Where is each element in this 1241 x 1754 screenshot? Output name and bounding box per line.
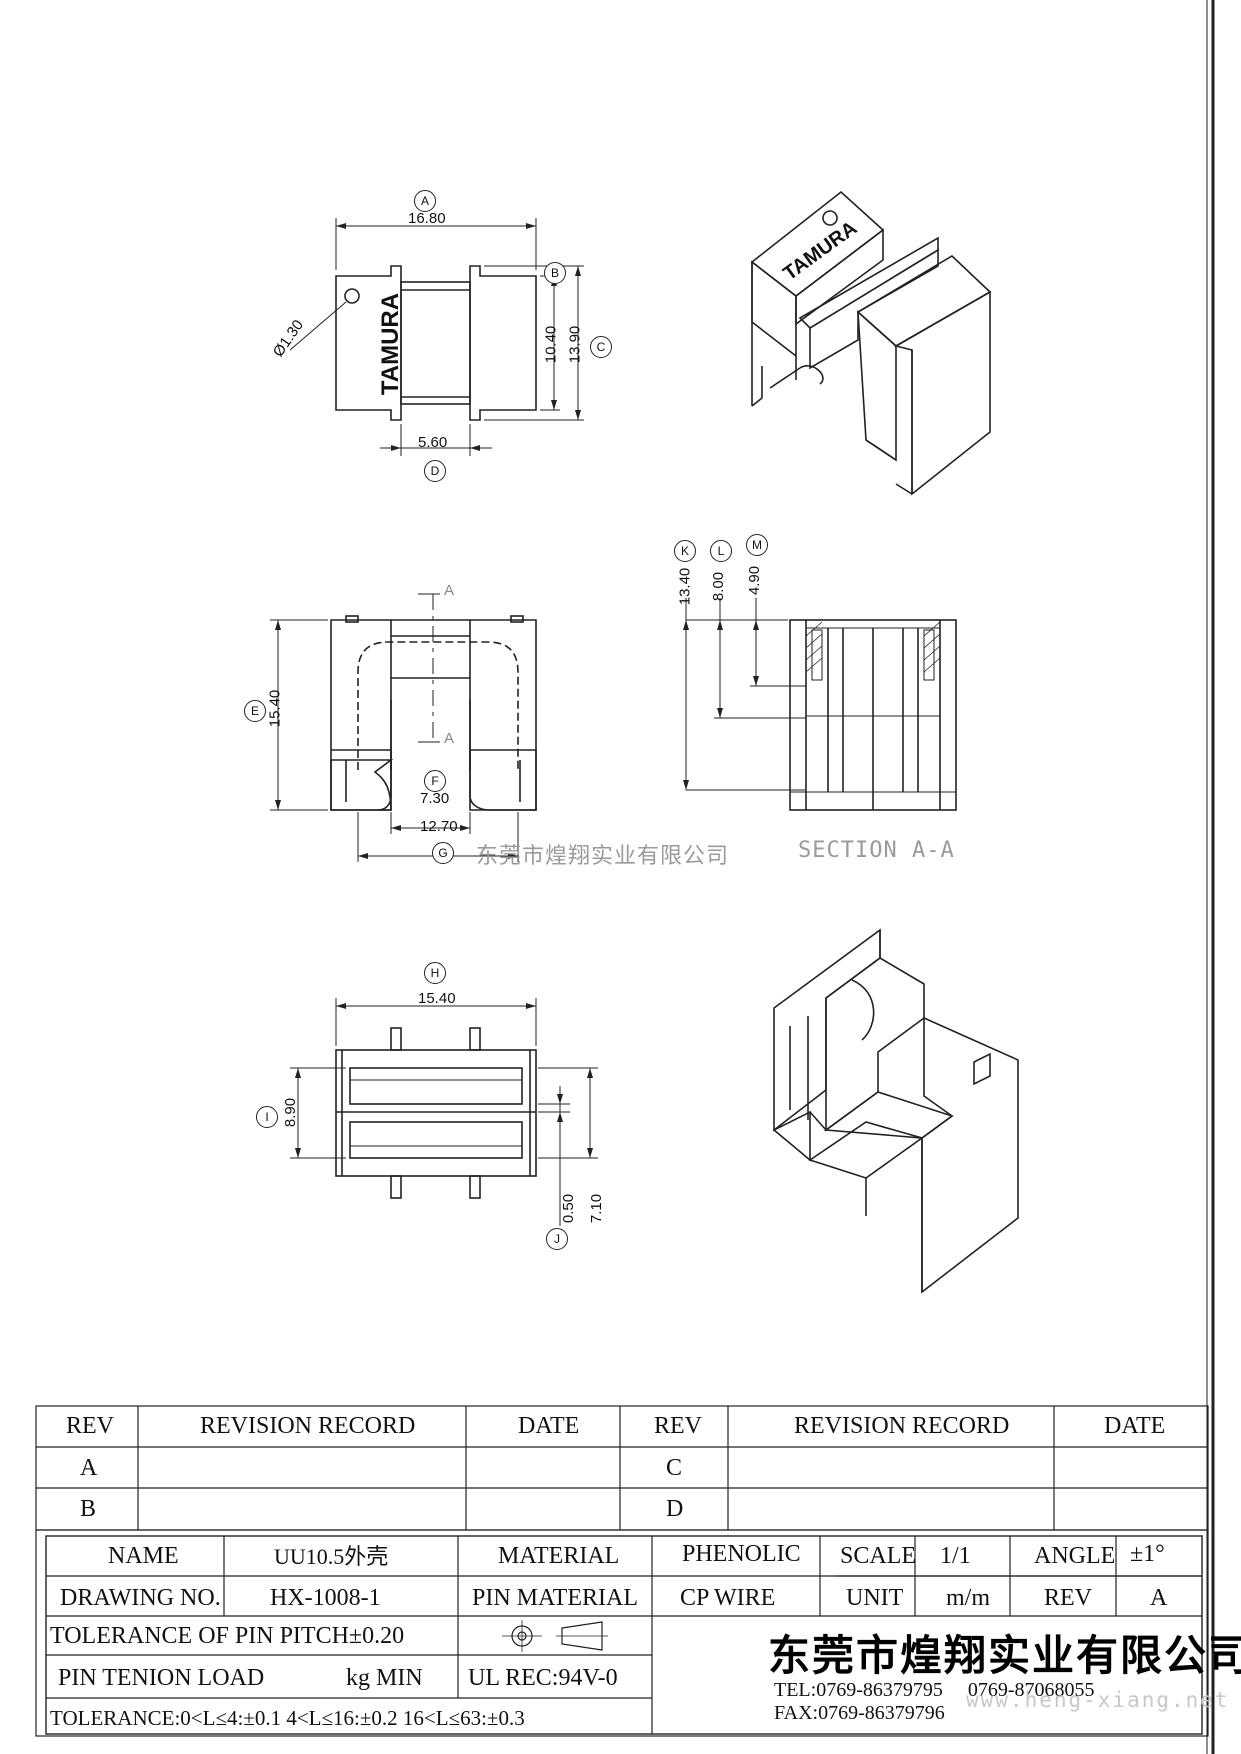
angle-value: ±1°: [1130, 1541, 1165, 1567]
label-e: E: [244, 700, 266, 722]
dim-top-bottom: 5.60: [418, 434, 448, 451]
iso-view-2: [772, 928, 1019, 1294]
label-j: J: [546, 1228, 568, 1250]
dim-bot-j: 0.50: [560, 1193, 578, 1224]
section-a-a: [683, 598, 957, 811]
dim-sec-m: 4.90: [746, 565, 764, 596]
top-view: [289, 218, 584, 456]
label-g: G: [432, 842, 454, 864]
dim-top-width: 16.80: [408, 210, 446, 227]
section-mark-top: A: [444, 582, 455, 599]
pin-material-value: CP WIRE: [680, 1585, 776, 1611]
dim-bot-width: 15.40: [418, 990, 456, 1007]
name-value: UU10.5外壳: [274, 1544, 389, 1569]
label-d: D: [424, 460, 446, 482]
rev-header-2: REV: [654, 1413, 702, 1439]
company-fax: FAX:0769-86379796: [774, 1702, 945, 1724]
bottom-view: [290, 998, 598, 1226]
dim-mid-outer: 12.70: [420, 818, 458, 835]
scale-value: 1/1: [940, 1543, 971, 1569]
tolerance-pitch: TOLERANCE OF PIN PITCH±0.20: [50, 1623, 405, 1649]
unit-value: m/m: [946, 1585, 991, 1611]
pin-tenion-label: PIN TENION LOAD: [58, 1665, 265, 1691]
caption-section: SECTION A-A: [798, 838, 955, 863]
label-c: C: [590, 336, 612, 358]
company-name: 东莞市煌翔实业有限公司: [768, 1631, 1241, 1680]
rev-record-header-1: REVISION RECORD: [200, 1413, 416, 1439]
rev-value: A: [1150, 1585, 1168, 1611]
dim-sec-l: 8.00: [710, 571, 728, 602]
pin-material-label: PIN MATERIAL: [472, 1585, 638, 1611]
rev-header-1: REV: [66, 1413, 114, 1439]
dim-bot-side: 7.10: [588, 1193, 606, 1224]
watermark: www.heng-xiang.net: [966, 1688, 1230, 1712]
material-label: MATERIAL: [498, 1543, 620, 1569]
revision-table-grid: [35, 1405, 1209, 1531]
rev-row-c: C: [666, 1455, 683, 1481]
label-a: A: [414, 190, 436, 212]
tolerance-general: TOLERANCE:0<L≤4:±0.1 4<L≤16:±0.2 16<L≤63…: [50, 1706, 525, 1730]
sheet-border: [1206, 0, 1215, 1754]
label-k: K: [674, 540, 696, 562]
caption-company: 东莞市煌翔实业有限公司: [476, 843, 730, 868]
pin-tenion-unit: kg MIN: [346, 1665, 423, 1691]
scale-label: SCALE: [840, 1543, 917, 1569]
date-header-1: DATE: [518, 1413, 580, 1439]
drawing-no-value: HX-1008-1: [270, 1585, 381, 1611]
dim-mid-inner: 7.30: [420, 790, 450, 807]
label-l: L: [710, 540, 732, 562]
label-h: H: [424, 962, 446, 984]
rev-row-a: A: [80, 1455, 98, 1481]
iso-view-1: [750, 190, 992, 496]
unit-label: UNIT: [846, 1585, 904, 1611]
section-mark-bottom: A: [444, 730, 455, 747]
front-view: [270, 593, 537, 862]
material-value: PHENOLIC: [682, 1541, 801, 1567]
label-f: F: [424, 770, 446, 792]
dim-mid-height: 15.40: [266, 689, 284, 728]
dim-top-h2: 13.90: [566, 325, 584, 364]
label-b: B: [544, 262, 566, 284]
brand-label-top: TAMURA: [377, 292, 405, 396]
title-block-grid: [35, 1529, 1209, 1737]
rev-record-header-2: REVISION RECORD: [794, 1413, 1010, 1439]
company-tel: TEL:0769-86379795 0769-87068055: [774, 1679, 1095, 1701]
name-label: NAME: [108, 1543, 179, 1569]
label-i: I: [256, 1106, 278, 1128]
dim-sec-k: 13.40: [676, 567, 694, 606]
rev-row-b: B: [80, 1496, 97, 1522]
drawing-no-label: DRAWING NO.: [60, 1585, 221, 1611]
angle-label: ANGLE: [1034, 1543, 1116, 1569]
dim-bot-height: 8.90: [282, 1097, 300, 1128]
date-header-2: DATE: [1104, 1413, 1166, 1439]
rev-label: REV: [1044, 1585, 1092, 1611]
label-m: M: [746, 534, 768, 556]
dim-top-h1: 10.40: [542, 325, 560, 364]
rev-row-d: D: [666, 1496, 684, 1522]
ul-rec: UL REC:94V-0: [468, 1665, 618, 1691]
